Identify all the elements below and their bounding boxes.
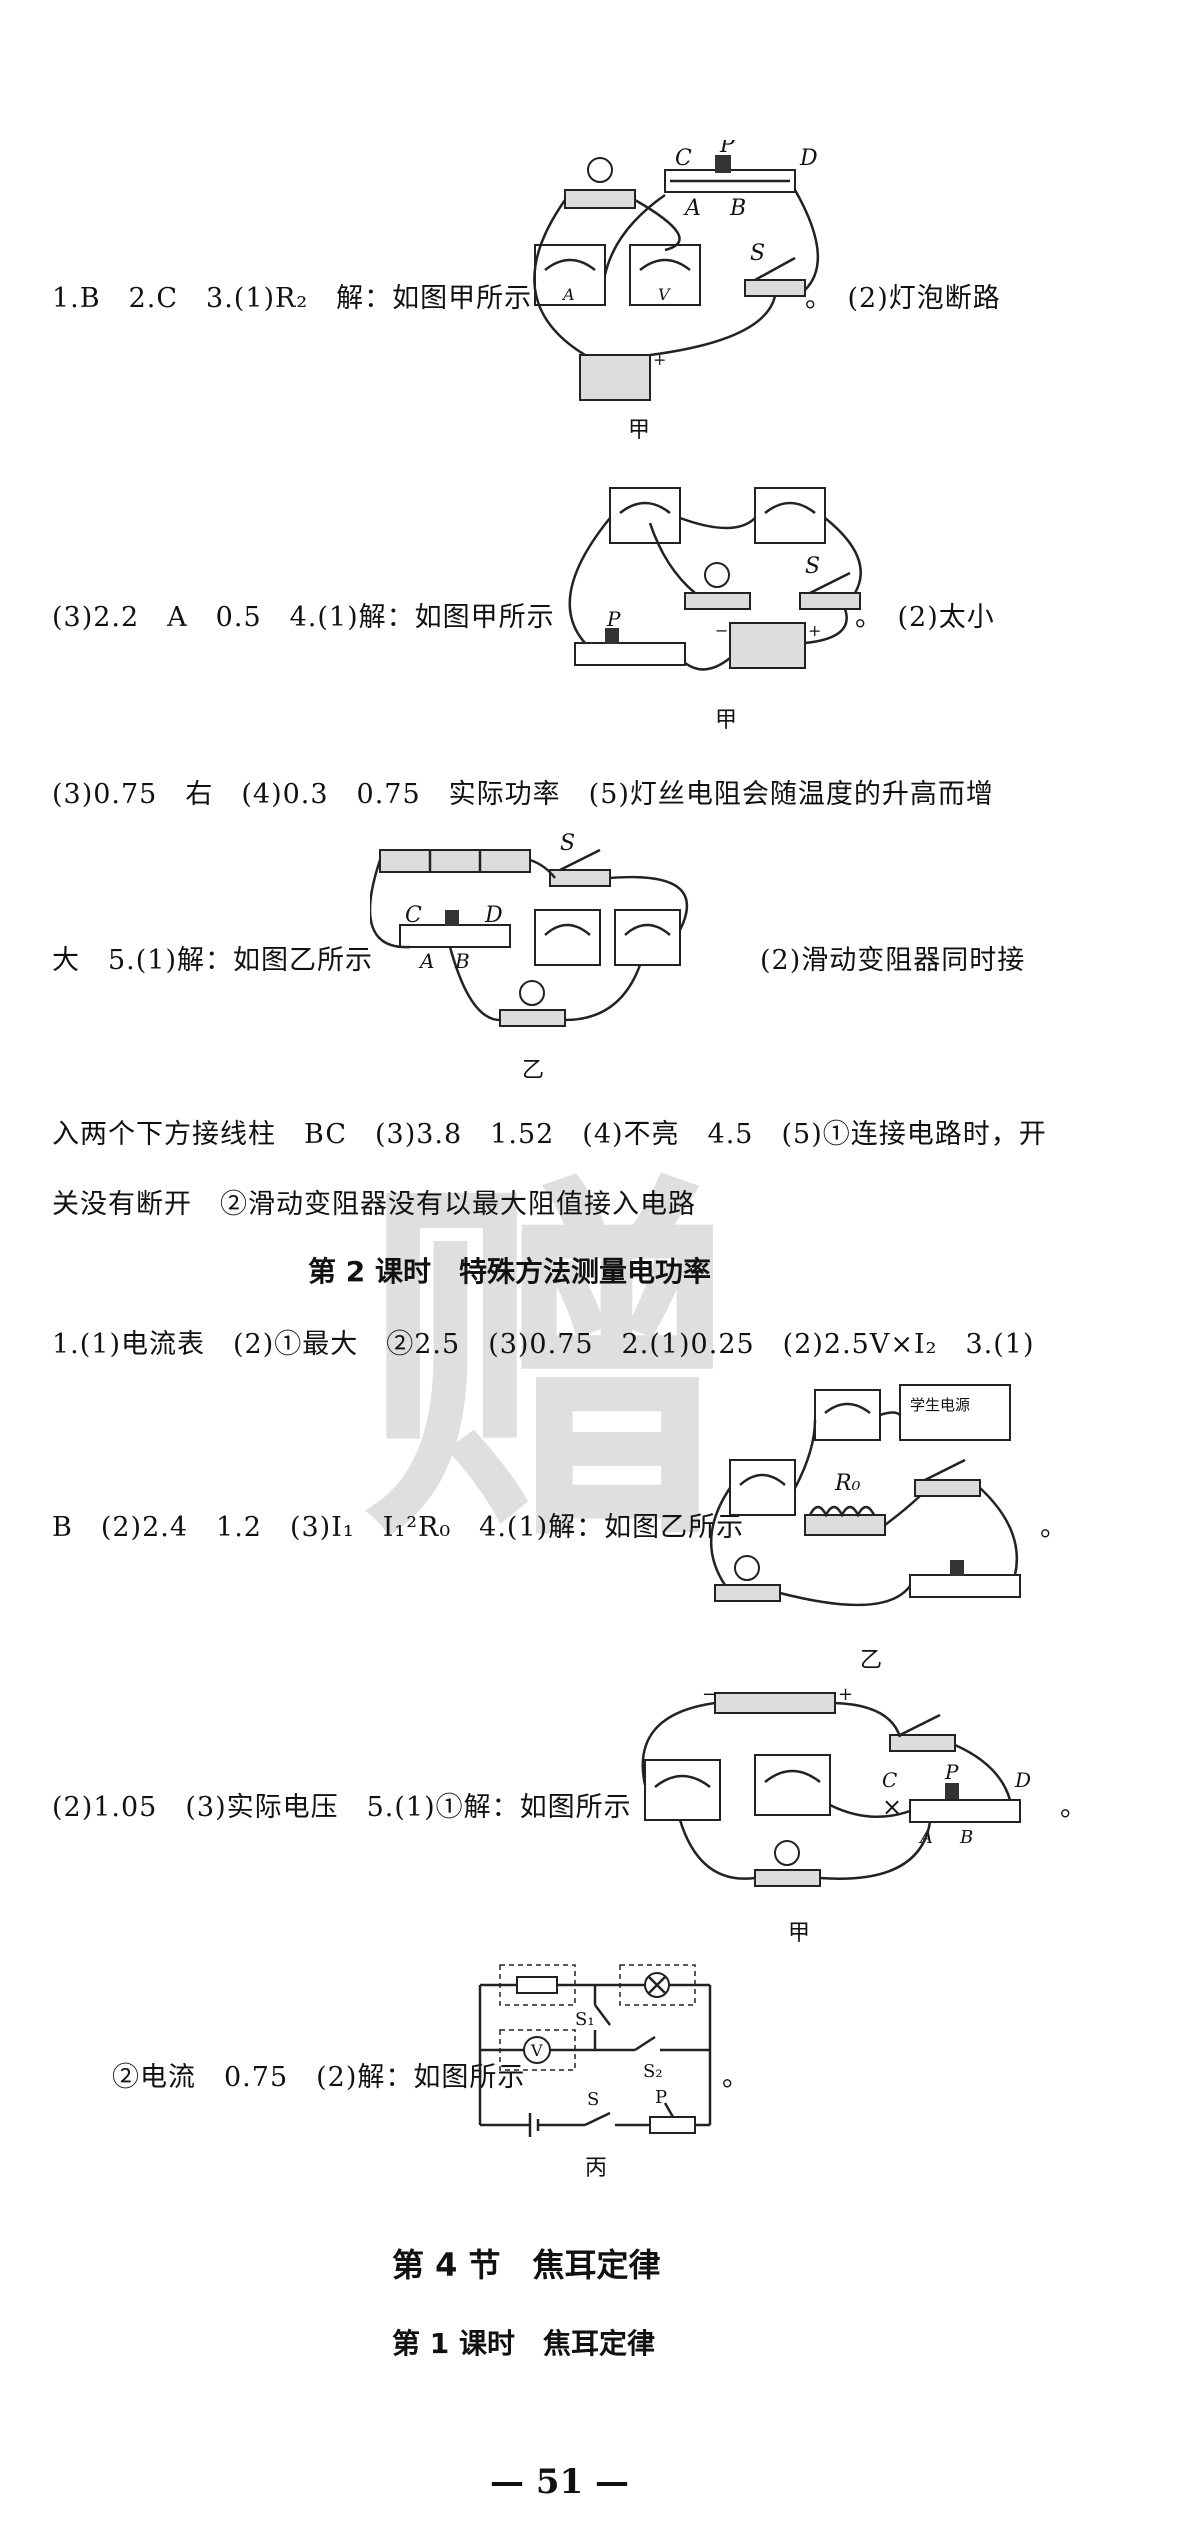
rheostat-symbol [649,2116,696,2134]
svg-text:C: C [405,903,422,928]
answer-line-6: 关没有断开 ②滑动变阻器没有以最大阻值接入电路 [52,1189,696,1220]
lamp-base-2 [684,592,751,610]
answer-line-1-tail: 。 (2)灯泡断路 [805,283,1001,314]
svg-text:B: B [454,949,470,973]
svg-text:D: D [799,146,818,171]
answer-line-9: (2)1.05 (3)实际电压 5.(1)①解：如图所示 [52,1792,632,1823]
svg-text:S: S [750,241,765,266]
section-heading-lesson-1: 第 1 课时 焦耳定律 [392,2327,655,2360]
page-number: — 51 — [490,2462,629,2502]
caption-yi-1: 乙 [522,1058,545,1083]
ammeter-icon [534,244,606,306]
svg-text:S: S [587,2089,599,2110]
resistor-coil-icon [804,1514,886,1536]
svg-text:−: − [715,621,728,640]
svg-text:D: D [1014,1768,1031,1792]
rheostat-4 [909,1574,1021,1598]
svg-text:S: S [805,554,820,579]
battery-icon [579,354,651,401]
svg-text:C: C [882,1768,897,1792]
circuit-diagram-3: S C D A B [370,831,689,1027]
svg-text:V: V [658,285,671,304]
svg-text:P: P [655,2087,667,2108]
svg-text:B: B [729,196,746,221]
svg-text:+: + [838,1684,853,1705]
watermark: 赠 [360,1147,740,1590]
lamp-base-5 [754,1869,821,1887]
battery-pack-icon-2 [714,1692,836,1714]
lamp-base-4 [714,1584,781,1602]
caption-bing: 丙 [585,2156,608,2181]
svg-text:S₂: S₂ [643,2061,663,2082]
ammeter-icon-4 [814,1389,881,1441]
circuit-diagram-4: 学生电源 R₀ [709,1384,1021,1607]
circuit-diagram-2: S P − + [568,487,862,671]
rheostat-3 [399,924,511,948]
caption-yi-2: 乙 [860,1648,883,1673]
answer-line-4: 大 5.(1)解：如图乙所示 [52,945,374,976]
section-heading-4: 第 4 节 焦耳定律 [392,2246,661,2284]
voltmeter-icon-2 [609,487,681,544]
answer-line-5: 入两个下方接线柱 BC (3)3.8 1.52 (4)不亮 4.5 (5)①连接… [52,1119,1047,1150]
svg-text:+: + [808,621,821,640]
svg-text:A: A [418,949,434,973]
section-heading-lesson-2: 第 2 课时 特殊方法测量电功率 [308,1255,711,1288]
answer-line-2: (3)2.2 A 0.5 4.(1)解：如图甲所示 [52,602,555,633]
answer-line-2-tail: 。 (2)太小 [855,602,995,633]
circuit-diagram-1: C P D A B A V S + [533,140,820,401]
svg-text:C: C [675,146,692,171]
lamp-base [564,189,636,209]
answer-line-9-tail: 。 [1060,1792,1088,1823]
voltmeter-icon-4 [729,1459,796,1516]
svg-text:P: P [606,607,621,631]
svg-text:A: A [561,285,575,304]
battery-icon-2 [729,622,806,669]
caption-jia-2: 甲 [715,708,738,733]
caption-jia-3: 甲 [788,1921,811,1946]
svg-text:P: P [719,140,736,158]
svg-text:B: B [959,1827,973,1848]
answer-line-4-tail: (2)滑动变阻器同时接 [760,945,1026,976]
answer-line-1: 1.B 2.C 3.(1)R₂ 解：如图甲所示 [52,283,533,314]
voltmeter-icon [629,244,701,306]
svg-text:A: A [683,196,701,221]
rheostat-5 [909,1799,1021,1823]
svg-text:S₁: S₁ [575,2009,595,2030]
answer-line-3: (3)0.75 右 (4)0.3 0.75 实际功率 (5)灯丝电阻会随温度的升… [52,779,994,810]
ammeter-icon-5 [644,1759,721,1821]
rheostat-2 [574,642,686,666]
svg-text:R₀: R₀ [834,1471,861,1496]
voltmeter-icon-3 [534,909,601,966]
svg-text:−: − [702,1684,717,1705]
answer-line-8-tail: 。 [1040,1512,1068,1543]
battery-pack-icon [379,849,531,873]
svg-text:V: V [530,2041,543,2060]
power-supply-icon [899,1384,1011,1441]
voltmeter-icon-5 [754,1754,831,1816]
answer-line-10-tail: 。 [722,2062,750,2093]
bulb-icon [587,157,613,183]
caption-jia-1: 甲 [628,418,651,443]
circuit-schematic-bing: V S₁ S₂ S P [478,1964,712,2137]
answer-line-8: B (2)2.4 1.2 (3)I₁ I₁²R₀ 4.(1)解：如图乙所示 [52,1512,745,1543]
svg-text:P: P [944,1760,959,1784]
ammeter-icon-3 [614,909,681,966]
ammeter-icon-2 [754,487,826,544]
svg-text:S: S [560,831,575,856]
resistor-symbol [516,1976,558,1994]
answer-line-10: ②电流 0.75 (2)解：如图所示 [112,2062,526,2093]
circuit-diagram-5: − + × C P D A B [641,1684,1031,1887]
svg-text:D: D [484,903,503,928]
lamp-base-3 [499,1009,566,1027]
svg-text:学生电源: 学生电源 [910,1396,970,1414]
answer-line-7: 1.(1)电流表 (2)①最大 ②2.5 (3)0.75 2.(1)0.25 (… [52,1329,1035,1360]
